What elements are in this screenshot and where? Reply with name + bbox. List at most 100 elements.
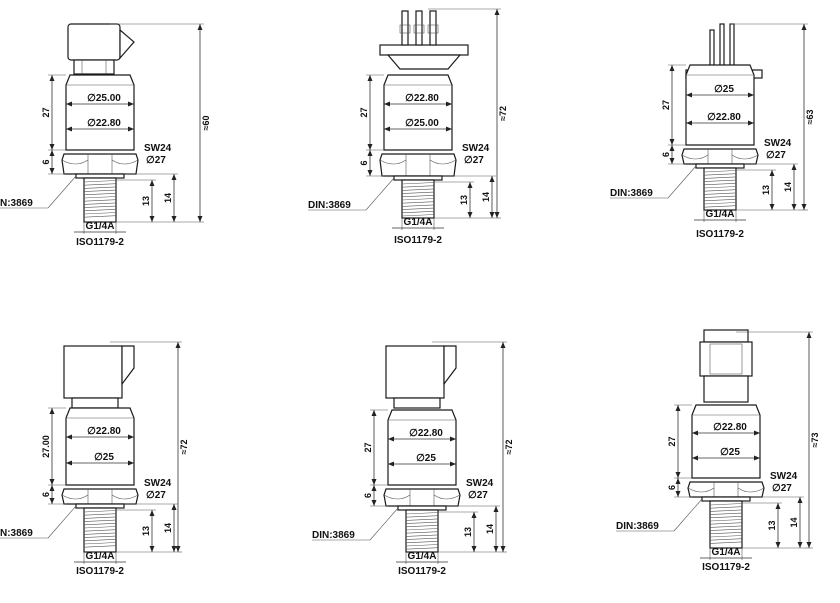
hex-nut [687, 481, 765, 498]
dimension-arrow [806, 332, 812, 338]
terminal-tab [399, 24, 411, 34]
body-length-label: 27 [359, 107, 369, 117]
hex-length-label: 6 [41, 159, 51, 164]
dimension-arrow [669, 158, 675, 164]
thread-line [703, 179, 737, 182]
hex-length-label: 6 [661, 152, 671, 157]
thread-line [709, 506, 743, 509]
diameter-upper-label: ∅22.80 [409, 428, 443, 439]
din-plug-base [393, 397, 441, 409]
thread-line [83, 516, 117, 519]
dimension-arrow [489, 212, 495, 218]
hex-length-label: 6 [667, 485, 677, 490]
thread-line [83, 193, 117, 196]
thread-line [83, 529, 117, 532]
dimension-arrow [769, 170, 775, 176]
thread-line [703, 199, 737, 202]
thread-line [83, 545, 117, 548]
hex-diameter-label: ∅27 [468, 490, 488, 501]
thread-line [401, 195, 435, 198]
dimension-arrow [669, 145, 675, 151]
din-plug-gland [121, 345, 135, 386]
thread-line [405, 521, 439, 524]
dimension-arrow [367, 144, 373, 150]
hex-nut [383, 488, 461, 507]
terminal-pin [429, 10, 437, 46]
dimension-arrow [791, 164, 797, 170]
dimension-arrow [49, 75, 55, 81]
wrench-size-label: SW24 [764, 138, 792, 149]
overall-length-label: ≈73 [810, 433, 820, 448]
wrench-size-label: SW24 [770, 471, 798, 482]
terminal-tab [413, 24, 425, 34]
diameter-lower-label: ∅22.80 [707, 112, 741, 123]
hex-arc [687, 487, 715, 493]
dimension-arrow [500, 342, 506, 348]
thread-line [401, 201, 435, 204]
dimension-arrow [675, 472, 681, 478]
thread-line [405, 515, 439, 518]
thread-line [405, 541, 439, 544]
diameter-upper-label: ∅22.80 [87, 426, 121, 437]
dimension-arrow [388, 436, 394, 442]
diameter-upper-label: ∅22.80 [713, 422, 747, 433]
thread-line [401, 185, 435, 188]
dimension-arrow [49, 408, 55, 414]
thread-line [401, 191, 435, 194]
dimension-arrow [797, 497, 803, 503]
body-length-label: 27 [661, 100, 671, 110]
dimension-arrow [801, 24, 807, 30]
dimension-arrow [49, 144, 55, 150]
port-standard-label: ISO1179-2 [76, 566, 124, 577]
thread-line [709, 535, 743, 538]
hex-arc [379, 159, 407, 165]
thread-port [709, 500, 743, 549]
thread-line [709, 509, 743, 512]
thread-line [709, 528, 743, 531]
dimension-arrow [149, 510, 155, 516]
diameter-upper-label: ∅25 [714, 84, 734, 95]
dimension-arrow [675, 491, 681, 497]
dimension-arrow [675, 405, 681, 411]
sensor-body [691, 404, 761, 479]
wrench-size-label: SW24 [144, 478, 172, 489]
thread-line [405, 547, 439, 550]
thread-line [83, 532, 117, 535]
body-length-label: 27 [41, 107, 51, 117]
dimension-arrow [197, 24, 203, 30]
dimension-arrow [489, 176, 495, 182]
thread-length-b-label: 14 [163, 523, 173, 533]
thread-line [83, 539, 117, 542]
hex-arc [111, 494, 139, 500]
hex-diameter-label: ∅27 [146, 155, 166, 166]
terminal-pin [719, 23, 725, 71]
dimension-arrow [500, 546, 506, 552]
dimension-arrow [384, 126, 390, 132]
dimension-arrow [128, 126, 134, 132]
dimension-arrow [66, 460, 72, 466]
thread-size-label: G1/4A [706, 209, 735, 220]
dimension-arrow [754, 430, 760, 436]
seal-standard-label: DIN:3869 [610, 188, 653, 199]
dimension-arrow [49, 479, 55, 485]
terminal-pin [729, 23, 735, 71]
hex-arc [737, 487, 765, 493]
dimension-arrow [686, 92, 692, 98]
connector-housing [67, 23, 121, 61]
dimension-arrow [197, 216, 203, 222]
port-standard-label: ISO1179-2 [696, 229, 744, 240]
thread-line [405, 537, 439, 540]
seal-standard-label: DIN:3869 [0, 528, 33, 539]
hex-diameter-label: ∅27 [766, 150, 786, 161]
diameter-lower-label: ∅25 [416, 453, 436, 464]
seal-ring [701, 496, 751, 502]
thread-line [83, 202, 117, 205]
thread-line [83, 513, 117, 516]
dimension-arrow [371, 410, 377, 416]
dimension-arrow [493, 506, 499, 512]
dimension-arrow [149, 216, 155, 222]
thread-line [405, 544, 439, 547]
port-standard-label: ISO1179-2 [394, 235, 442, 246]
thread-line [405, 534, 439, 537]
thread-size-label: G1/4A [86, 221, 115, 232]
